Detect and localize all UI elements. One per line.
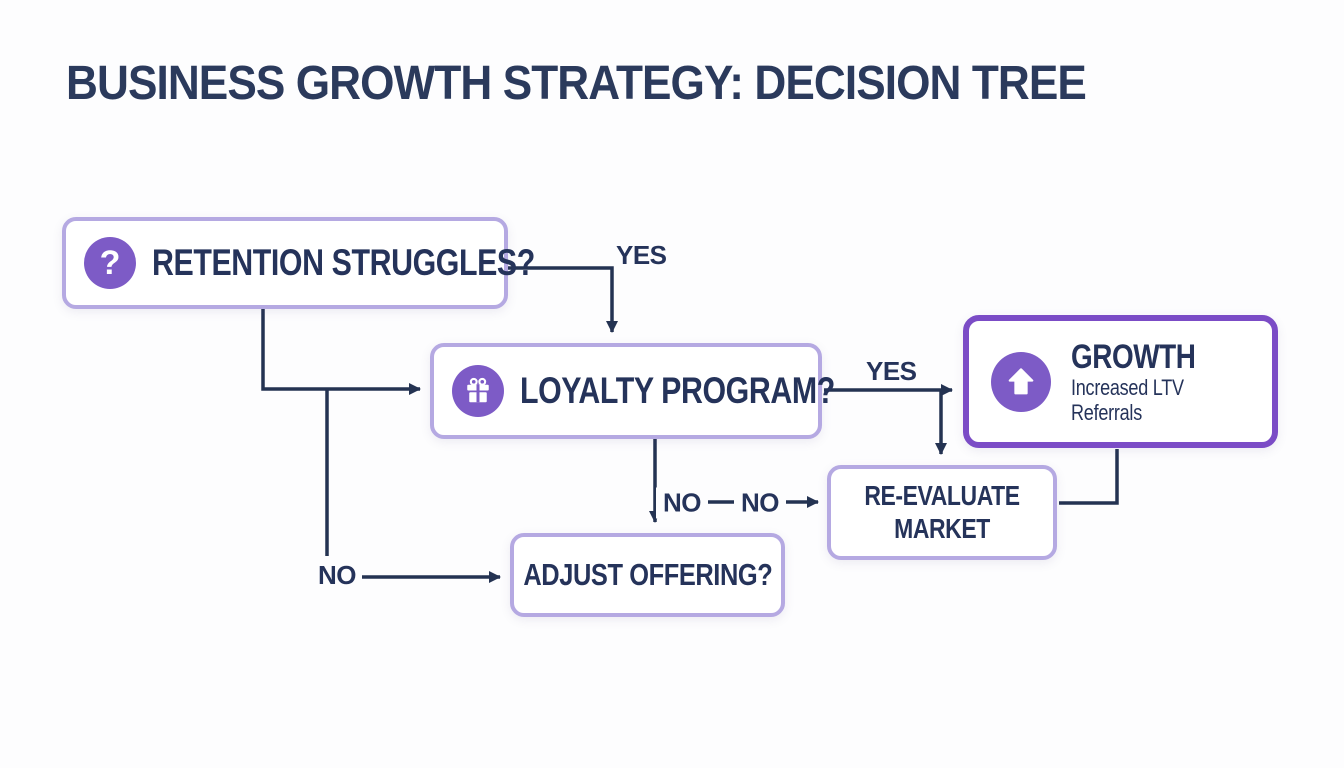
gift-icon xyxy=(452,365,504,417)
edge-retention-to-loyalty-line xyxy=(261,309,421,395)
node-growth-sub2: Referrals xyxy=(1071,399,1142,425)
edge-label-loyalty-no-second: NO xyxy=(734,487,786,519)
edge-label-loyalty-no-first: NO xyxy=(656,487,708,519)
node-adjust-label: ADJUST OFFERING? xyxy=(522,557,773,592)
node-loyalty-label: LOYALTY PROGRAM? xyxy=(520,370,835,411)
question-glyph: ? xyxy=(99,243,121,282)
node-reevaluate-market: RE-EVALUATE MARKET xyxy=(827,465,1057,560)
question-icon: ? xyxy=(84,237,136,289)
edge-label-loyalty-yes: YES xyxy=(866,356,917,386)
node-adjust-offering: ADJUST OFFERING? xyxy=(510,533,785,617)
edge-growth-to-reevaluate-line xyxy=(1059,449,1119,505)
node-retention-struggles: ? RETENTION STRUGGLES? xyxy=(62,217,535,309)
node-growth-sub1: Increased LTV xyxy=(1071,374,1184,400)
node-growth-title: GROWTH xyxy=(1071,337,1196,376)
edge-label-retention-yes: YES xyxy=(616,240,667,270)
page-title: BUSINESS GROWTH STRATEGY: DECISION TREE xyxy=(66,57,1087,110)
node-loyalty-program: LOYALTY PROGRAM? xyxy=(430,343,835,439)
up-arrow-glyph xyxy=(1008,367,1034,394)
node-retention-label: RETENTION STRUGGLES? xyxy=(152,242,535,283)
up-arrow-icon xyxy=(991,351,1051,412)
node-reevaluate-label: RE-EVALUATE MARKET xyxy=(864,480,1020,544)
edge-label-retention-no: NO xyxy=(318,560,357,590)
gift-glyph xyxy=(467,377,489,403)
node-growth: GROWTH Increased LTV Referrals xyxy=(963,315,1278,448)
